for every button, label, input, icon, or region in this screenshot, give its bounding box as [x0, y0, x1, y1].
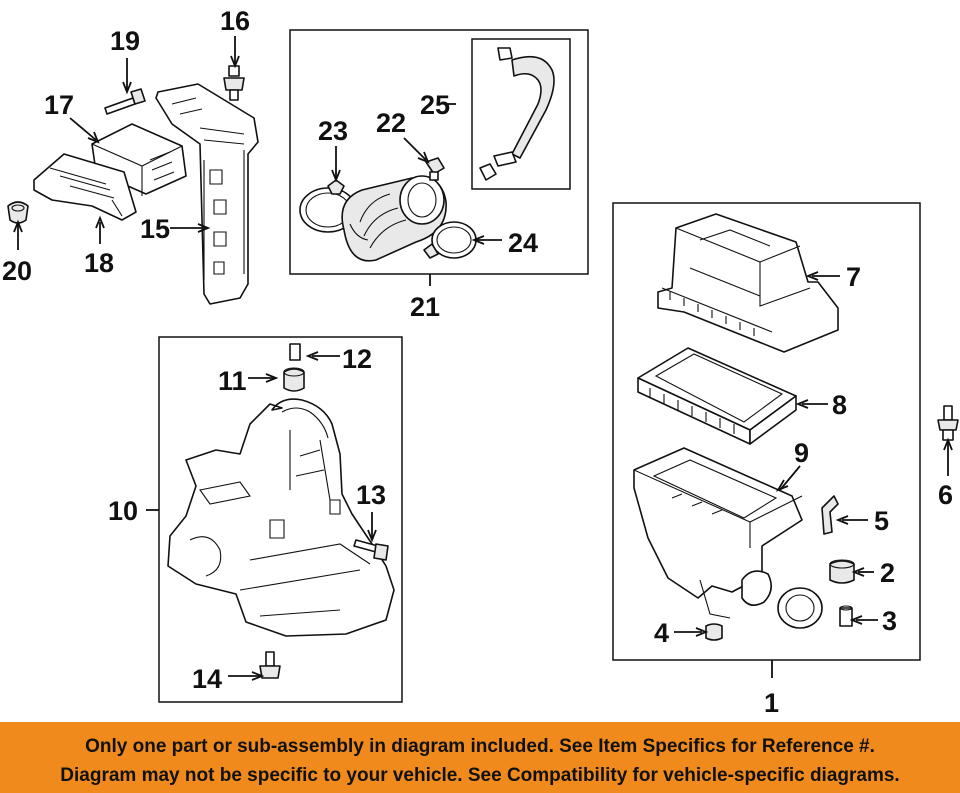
part-25-breather-hose: [479, 47, 555, 181]
callout-12: 12: [342, 344, 372, 374]
callout-25: 25: [420, 90, 450, 120]
callout-17: 17: [44, 90, 74, 120]
callout-9: 9: [794, 438, 809, 468]
part-3-pin: [839, 605, 853, 627]
callout-18: 18: [84, 248, 114, 278]
group-box-21: [289, 29, 589, 275]
part-1-gasket: [777, 587, 823, 629]
callout-2: 2: [880, 558, 895, 588]
disclaimer-line-1: Only one part or sub-assembly in diagram…: [85, 736, 875, 757]
part-13-bolt: [353, 539, 389, 561]
callout-4: 4: [654, 618, 669, 648]
group-box-25: [471, 38, 571, 190]
callout-11: 11: [218, 366, 247, 396]
callout-3: 3: [882, 606, 897, 636]
part-20-grommet: [7, 201, 29, 224]
callout-7: 7: [846, 262, 861, 292]
callout-labels: 19 16 17 15 18 20 23 22 25 24 21 12 11 1…: [2, 6, 953, 718]
disclaimer-line-2: Diagram may not be specific to your vehi…: [60, 765, 900, 786]
part-7-air-cleaner-cover: [657, 213, 839, 353]
parts-diagram: 19 16 17 15 18 20 23 22 25 24 21 12 11 1…: [2, 6, 959, 718]
group-box-10: [158, 336, 403, 703]
part-16-fastener: [223, 65, 245, 101]
part-24-clamp: [423, 221, 477, 259]
part-12-pin: [289, 343, 301, 361]
leader-lines: [13, 36, 953, 681]
callout-20: 20: [2, 256, 32, 286]
part-6-bolt: [937, 405, 959, 441]
callout-24: 24: [508, 228, 538, 258]
part-22-clip: [425, 157, 445, 181]
callout-21: 21: [410, 292, 440, 322]
callout-8: 8: [832, 390, 847, 420]
callout-5: 5: [874, 506, 889, 536]
part-10-air-duct-housing: [167, 398, 395, 637]
part-19-bolt: [104, 88, 146, 115]
part-21-intake-hose: [341, 175, 447, 262]
part-2-grommet: [829, 559, 855, 584]
callout-1: 1: [764, 688, 779, 718]
group-box-1: [612, 202, 921, 661]
callout-22: 22: [376, 108, 406, 138]
callout-23: 23: [318, 116, 348, 146]
part-8-air-filter: [637, 347, 797, 445]
disclaimer-banner: Only one part or sub-assembly in diagram…: [0, 722, 960, 793]
part-9-air-cleaner-case: [633, 447, 803, 619]
part-11-grommet: [283, 367, 305, 392]
callout-19: 19: [110, 26, 140, 56]
callout-10: 10: [108, 496, 138, 526]
part-14-bolt: [259, 651, 281, 679]
callout-15: 15: [140, 214, 170, 244]
callout-16: 16: [220, 6, 250, 36]
callout-14: 14: [192, 664, 222, 694]
part-15-air-duct: [155, 83, 259, 305]
part-5-clip: [821, 495, 839, 535]
callout-6: 6: [938, 480, 953, 510]
callout-13: 13: [356, 480, 386, 510]
part-4-grommet: [705, 623, 723, 641]
part-18-bracket: [33, 153, 137, 221]
